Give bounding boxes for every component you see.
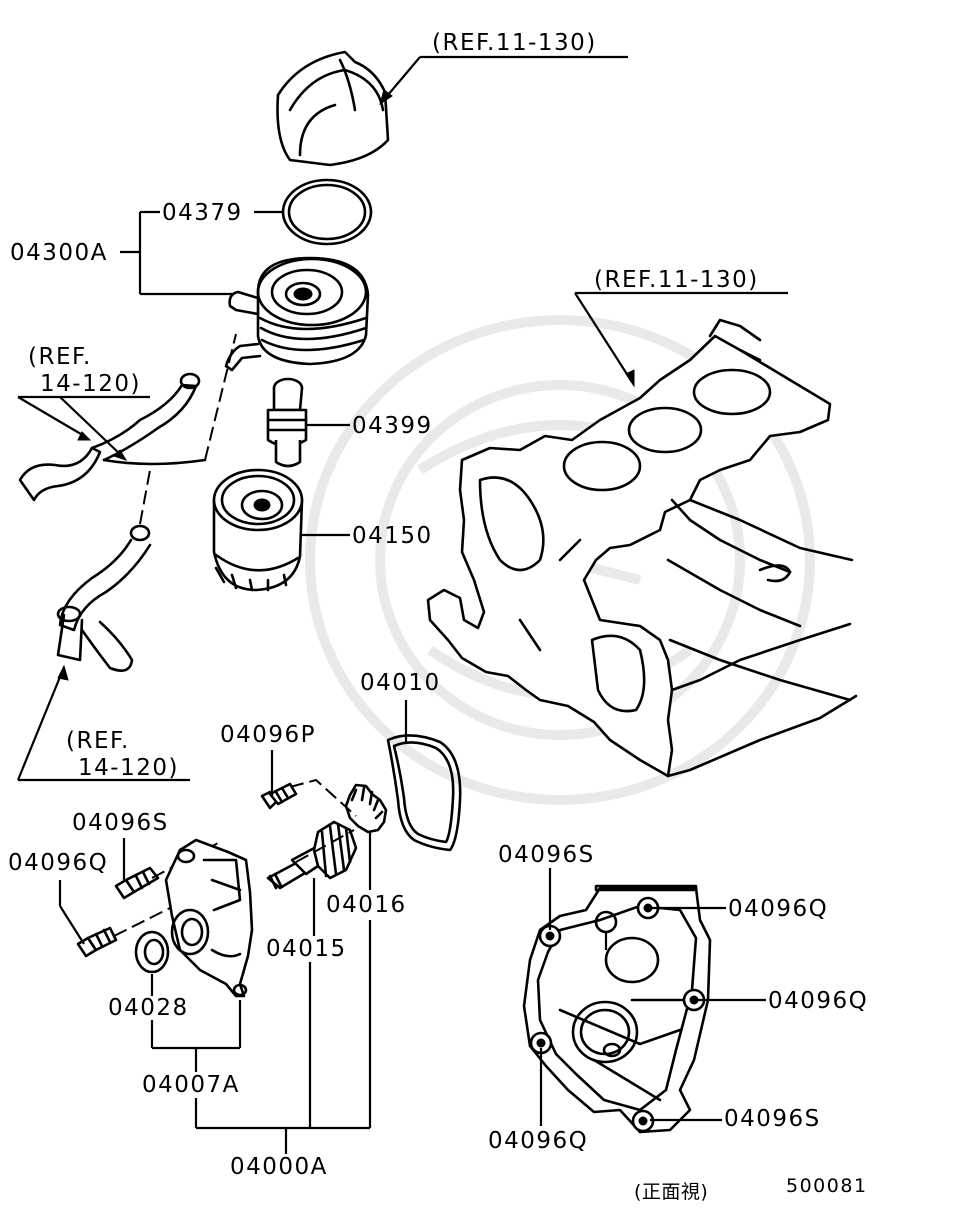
label-ref-hose-lower-2: 14-120) [78,755,179,781]
gear-04016 [344,783,388,834]
label-04096S-left: 04096S [72,810,169,836]
label-04096S-cover-top: 04096S [498,842,595,868]
label-ref-top: (REF.11-130) [432,30,597,56]
oil-filter-housing-ref [276,50,628,167]
gasket-04010 [386,734,462,852]
o-ring-04379 [281,178,373,246]
label-04096S-cover-bottom: 04096S [724,1106,821,1132]
cylinder-block-ref [426,291,858,778]
hose-lower [56,469,152,672]
shaft-04015 [266,820,358,890]
label-04028: 04028 [108,995,189,1021]
label-04096Q-cover-2: 04096Q [768,988,868,1014]
label-04016: 04016 [326,892,407,918]
connector-04399 [266,377,308,468]
label-04000A: 04000A [230,1154,328,1180]
oil-filter-04150 [212,468,304,592]
label-ref-block: (REF.11-130) [594,267,759,293]
bolt-04096P [260,782,298,810]
label-04399: 04399 [352,413,433,439]
assembly-line-shaft [295,829,355,863]
hose-upper [18,333,237,502]
label-04015: 04015 [266,936,347,962]
label-04096Q-cover-bottom: 04096Q [488,1128,588,1154]
label-diagram-number: 500081 [786,1175,868,1197]
label-ref-hose-upper-1: (REF. [28,344,92,370]
oil-pump-body-04007A [164,838,254,998]
assembly-line-p [289,778,357,817]
label-ref-hose-lower-1: (REF. [66,728,130,754]
label-ref-hose-upper-2: 14-120) [40,371,141,397]
leader-lines [16,210,766,1154]
label-view-note: (正面視) [634,1181,708,1203]
label-04379: 04379 [162,200,243,226]
label-04007A: 04007A [142,1072,240,1098]
label-04096P: 04096P [220,722,316,748]
label-04096Q-cover-1: 04096Q [728,896,828,922]
oil-seal-04028 [134,930,170,974]
oil-cooler-04300A [224,256,370,372]
label-04096Q-left: 04096Q [8,850,108,876]
bolt-04096S-left [114,866,160,900]
front-cover-view [522,884,712,1134]
label-04010: 04010 [360,670,441,696]
callout-labels: (REF.11-130) 04379 04300A (REF.11-130) (… [8,30,868,1203]
label-04300A: 04300A [10,240,108,266]
label-04150: 04150 [352,523,433,549]
